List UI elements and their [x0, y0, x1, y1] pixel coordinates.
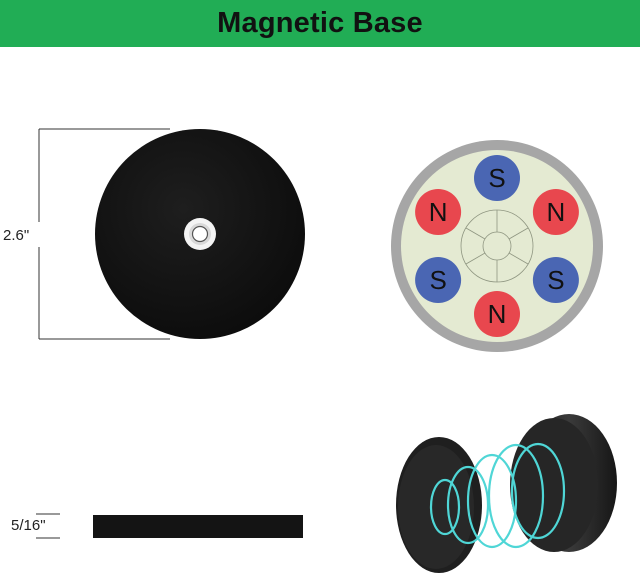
field-lines: [429, 442, 566, 549]
thickness-label: 5/16": [11, 517, 46, 534]
pole-label: S: [429, 265, 446, 295]
pole-south: [532, 257, 579, 303]
diameter-dimension-lines: [38, 128, 170, 340]
field-diagram: [396, 414, 617, 573]
pole-north: [415, 189, 462, 235]
pole-south: [415, 257, 462, 303]
pole-label: S: [488, 163, 505, 193]
pole-north: [474, 291, 520, 337]
magnet-front-view: [95, 129, 305, 339]
right-magnet-face: [510, 418, 598, 552]
magnet-side-view: [36, 513, 303, 539]
pole-label: N: [429, 197, 448, 227]
banner-title: Magnetic Base: [217, 7, 423, 39]
title-banner: Magnetic Base: [0, 0, 640, 47]
pole-diagram: S N N S S N: [391, 140, 603, 352]
pole-web: [460, 209, 534, 283]
pole-south: [474, 155, 520, 201]
pole-north: [532, 189, 579, 235]
pole-label: N: [488, 299, 507, 329]
pole-label: N: [546, 197, 565, 227]
diameter-label: 2.6": [3, 227, 30, 244]
pole-label: S: [547, 265, 564, 295]
